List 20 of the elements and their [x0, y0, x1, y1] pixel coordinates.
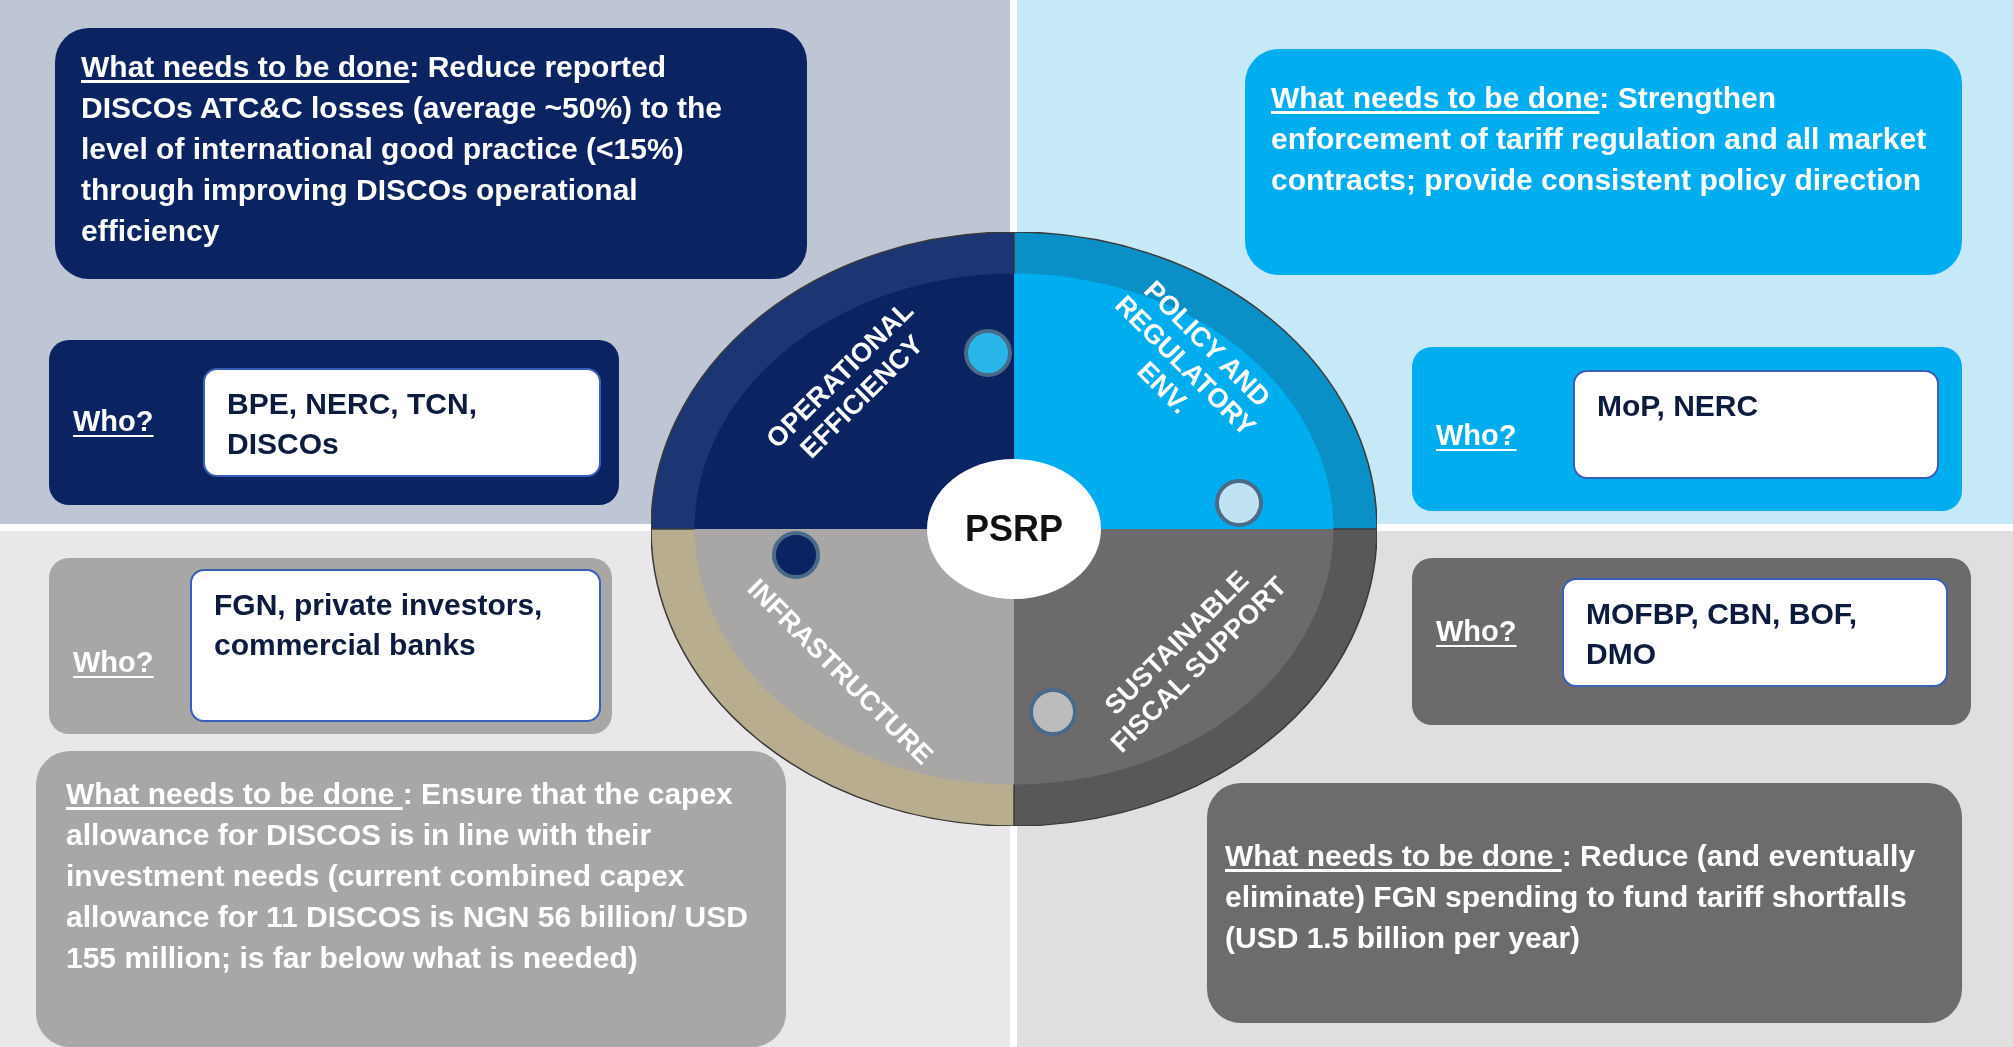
- responsible-panel: [1412, 347, 1962, 511]
- stakeholder-box: MOFBP, CBN, BOF, DMO: [1562, 578, 1948, 687]
- action-card: [1207, 783, 1962, 1023]
- stakeholder-box: BPE, NERC, TCN, DISCOs: [203, 368, 601, 477]
- action-text: What needs to be done : Reduce (and eventually eliminate) FGN spending to fund tariff shortfalls (USD 1.5 billion per year): [1225, 838, 1917, 956]
- action-card: [55, 28, 807, 279]
- responsible-panel: [49, 340, 619, 505]
- responsible-panel: [1412, 558, 1971, 725]
- panel-heading: Who?: [1436, 419, 1517, 453]
- action-card: [1245, 49, 1962, 275]
- panel-heading: Who?: [73, 645, 154, 679]
- panel-heading: Who?: [1436, 615, 1517, 649]
- action-text: What needs to be done: Strengthen enforcement of tariff regulation and all market contracts; provide consistent policy direction: [1271, 80, 1928, 198]
- panel-heading: Who?: [73, 404, 154, 438]
- stakeholder-box: MoP, NERC: [1573, 370, 1939, 479]
- hub-label: PSRP: [964, 508, 1063, 550]
- action-text: What needs to be done : Ensure that the capex allowance for DISCOS is in line with their investment needs (current combined capex allowance for 11 DISCOS is NGN 56 billion/ USD 155 million; is far below what is needed): [66, 776, 749, 976]
- responsible-panel: [49, 558, 612, 734]
- action-text: What needs to be done: Reduce reported DISCOs ATC&C losses (average ~50%) to the level of international good practice (<15%) through improving DISCOs operational efficiency: [81, 49, 724, 249]
- stakeholder-box: FGN, private investors, commercial banks: [190, 569, 601, 722]
